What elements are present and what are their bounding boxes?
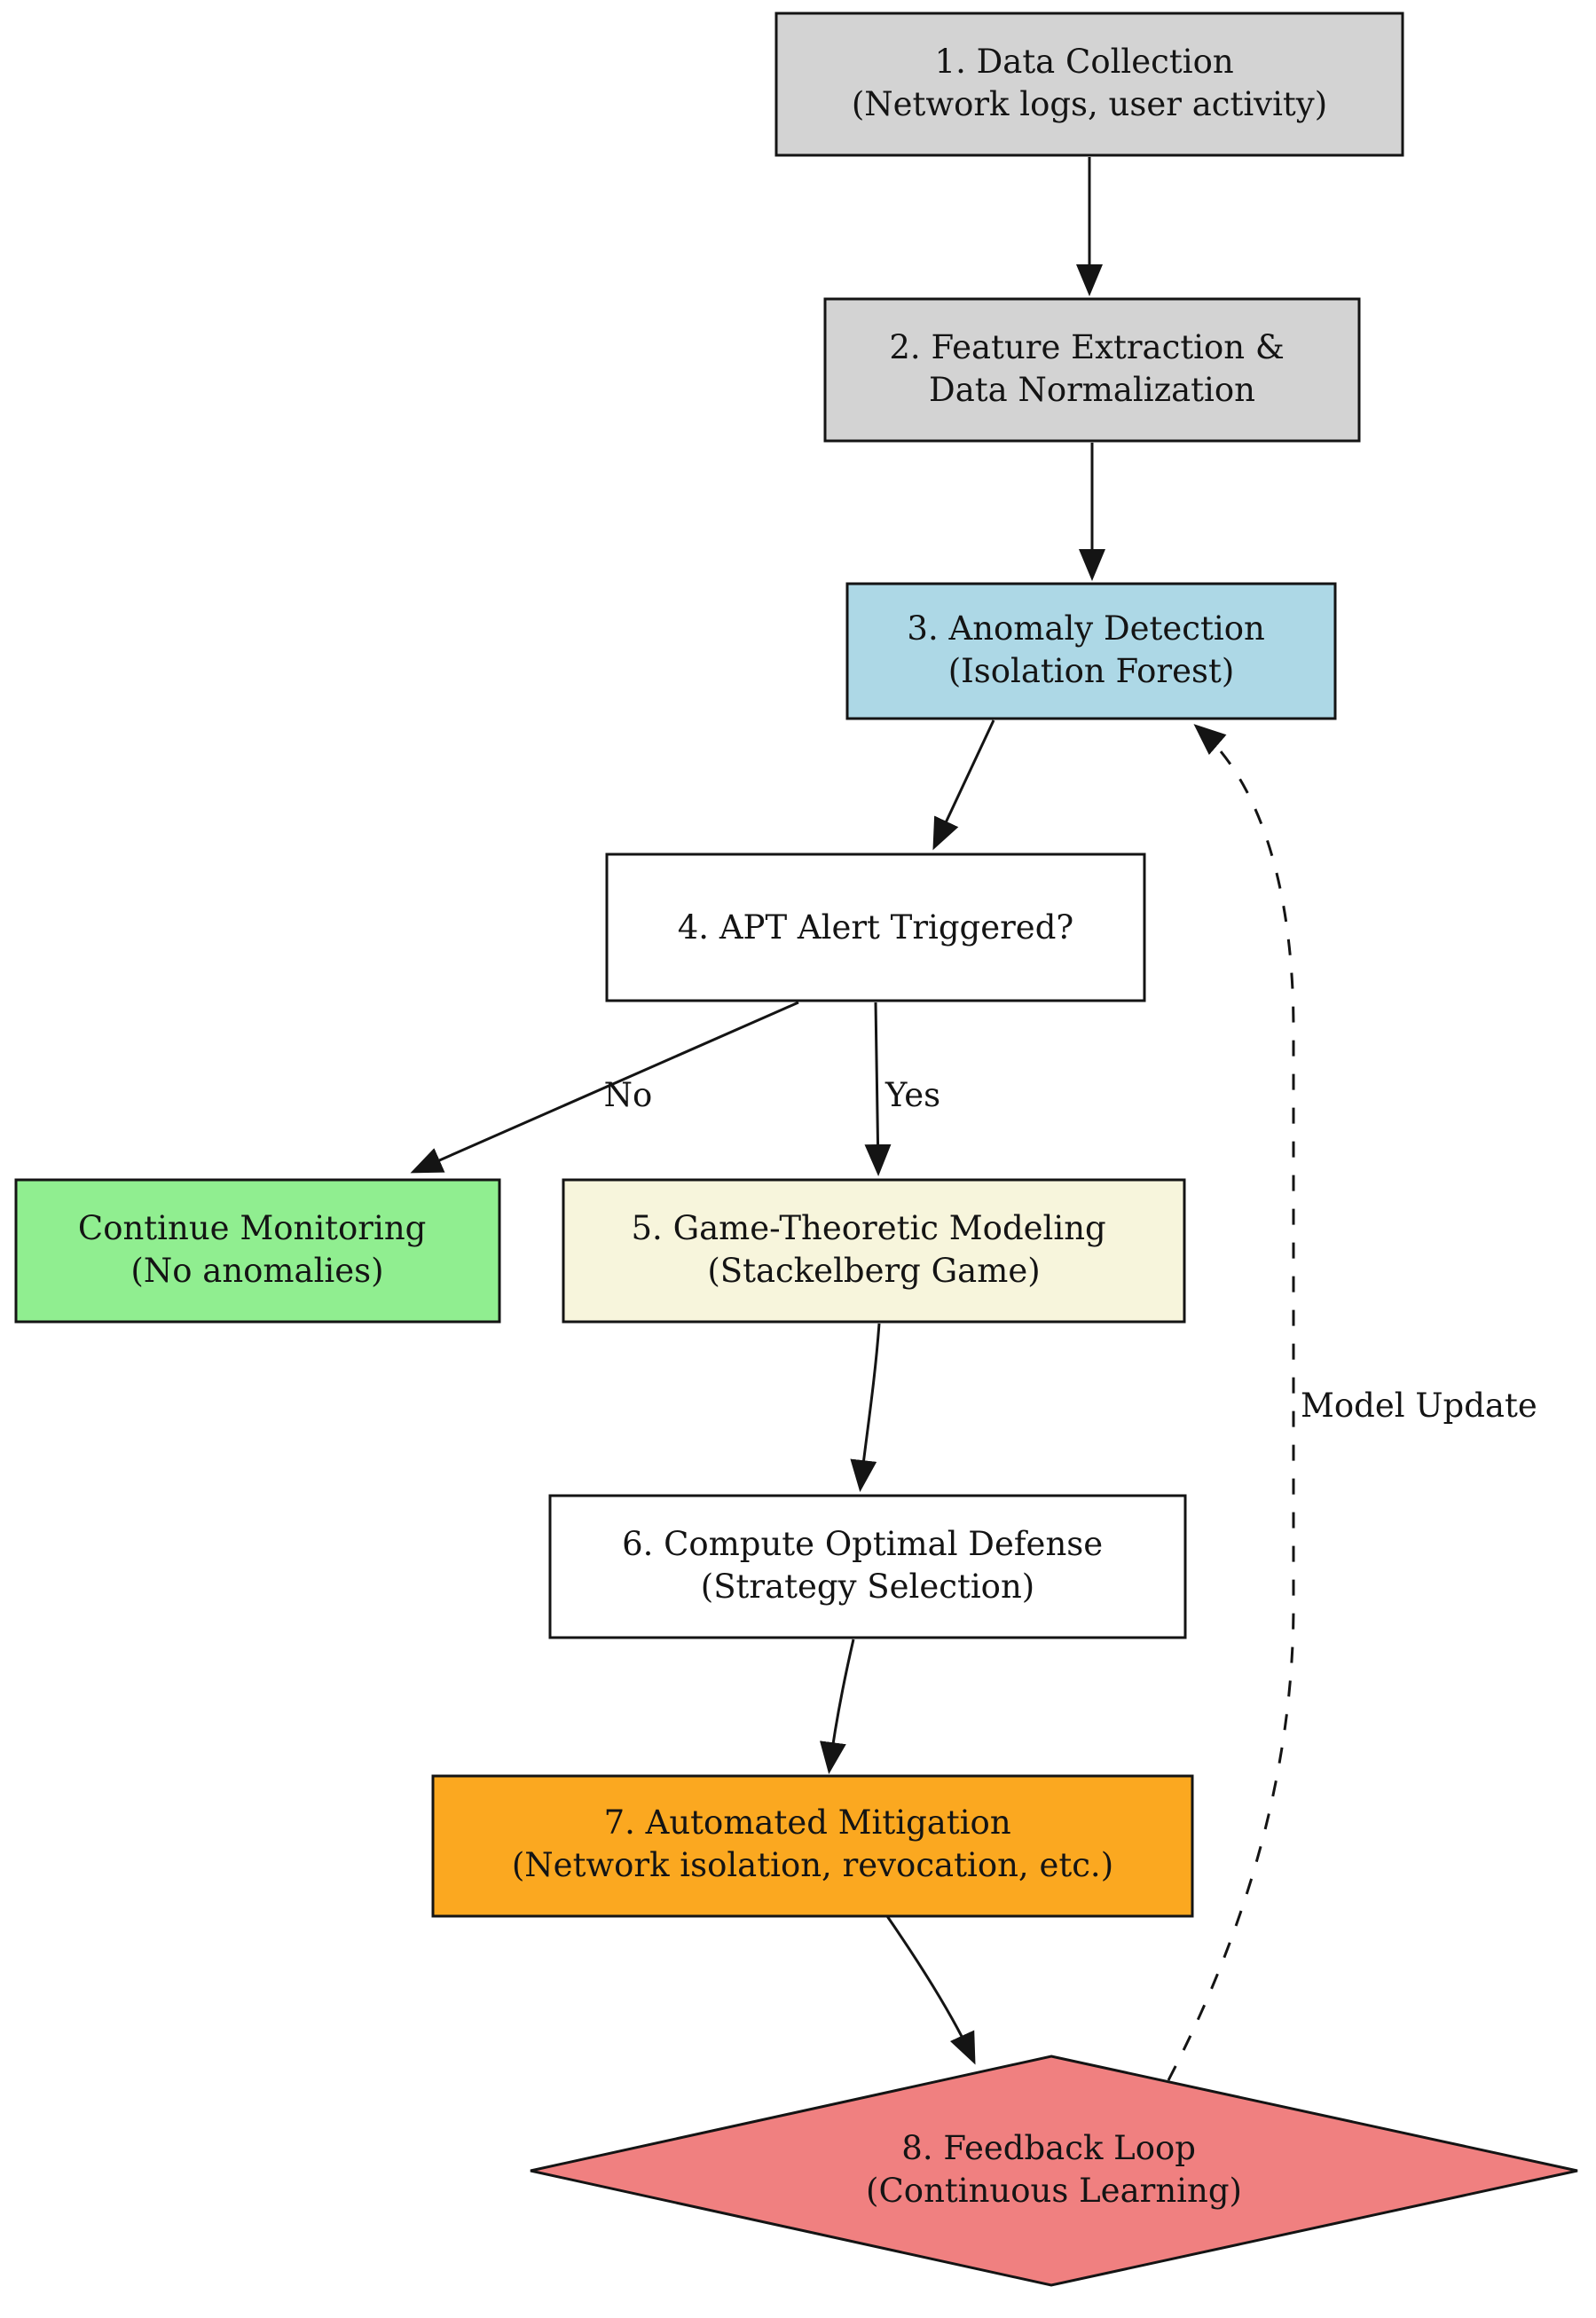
node-data-collection-label: 1. Data Collection (Network logs, user a… [852,43,1327,123]
edge-alert-yes-to-game [864,1002,892,1176]
node-apt-alert-label: 4. APT Alert Triggered? [678,908,1073,947]
node-feedback-loop-label: 8. Feedback Loop (Continuous Learning) [866,2129,1242,2210]
node-apt-alert-box [605,853,1146,1002]
node-automated-mitigation: 7. Automated Mitigation (Network isolati… [431,1774,1194,1918]
edge-anomaly-to-alert [932,719,995,851]
node-automated-mitigation-label: 7. Automated Mitigation (Network isolati… [512,1803,1113,1884]
node-feature-extraction-box [823,297,1361,443]
edge-label-no: No [604,1076,653,1114]
node-continue-monitoring-label: Continue Monitoring (No anomalies) [78,1209,436,1290]
node-anomaly-detection-box [845,582,1337,720]
edge-defense-to-mitigation [820,1638,855,1774]
node-compute-optimal-defense: 6. Compute Optimal Defense (Strategy Sel… [548,1494,1187,1639]
node-apt-alert: 4. APT Alert Triggered? [605,853,1146,1002]
edge-feedback-model-update [1167,724,1295,2081]
node-game-theoretic-modeling-box [562,1178,1186,1324]
edge-alert-no-to-monitoring [410,1001,799,1174]
edge-label-model-update: Model Update [1301,1387,1537,1425]
node-game-theoretic-modeling: 5. Game-Theoretic Modeling (Stackelberg … [562,1178,1186,1324]
edge-labels: No Yes Model Update [604,1076,1537,1425]
edge-label-yes: Yes [884,1076,940,1114]
node-compute-optimal-defense-box [548,1494,1187,1639]
node-feature-extraction-label: 2. Feature Extraction & Data Normalizati… [889,328,1294,409]
node-data-collection: 1. Data Collection (Network logs, user a… [774,12,1404,157]
node-feature-extraction: 2. Feature Extraction & Data Normalizati… [823,297,1361,443]
node-automated-mitigation-box [431,1774,1194,1918]
node-compute-optimal-defense-label: 6. Compute Optimal Defense (Strategy Sel… [622,1525,1113,1606]
edge-game-to-defense [850,1323,881,1492]
node-feedback-loop: 8. Feedback Loop (Continuous Learning) [530,2055,1578,2287]
node-feedback-loop-diamond [530,2055,1578,2287]
node-continue-monitoring-box [14,1178,501,1324]
node-data-collection-box [774,12,1404,157]
node-anomaly-detection: 3. Anomaly Detection (Isolation Forest) [845,582,1337,720]
edge-mitigation-to-feedback [885,1915,976,2065]
node-anomaly-detection-label: 3. Anomaly Detection (Isolation Forest) [907,609,1275,690]
node-continue-monitoring: Continue Monitoring (No anomalies) [14,1178,501,1324]
edges [410,157,1295,2081]
node-game-theoretic-modeling-label: 5. Game-Theoretic Modeling (Stackelberg … [632,1209,1117,1290]
